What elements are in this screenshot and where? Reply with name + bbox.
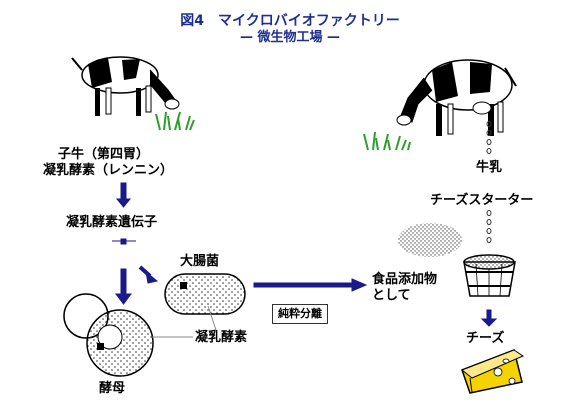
enzyme-label: 凝乳酵素	[195, 330, 248, 345]
source-label-line1: 子牛（第四胃）	[58, 147, 150, 162]
milk-label: 牛乳	[476, 160, 503, 175]
yeast-cells	[63, 293, 154, 377]
enzyme-leader-lines	[152, 305, 217, 338]
ecoli-cell	[164, 273, 246, 315]
left-flow-arrows	[112, 182, 498, 327]
food-additive-label-line1: 食品添加物	[372, 272, 438, 287]
grass-left	[155, 111, 195, 131]
cow-illustration	[396, 59, 517, 136]
milk-drops	[486, 121, 492, 243]
starter-label: チーズスターター	[430, 193, 534, 208]
grass-right	[363, 131, 411, 151]
diagram-title: 図4 マイクロバイオファクトリー	[180, 13, 400, 29]
food-additive-label-line2: として	[372, 288, 411, 303]
gene-label: 凝乳酵素遺伝子	[66, 215, 158, 230]
calf-illustration	[71, 56, 180, 116]
diagram-subtitle: — 微生物工場 —	[239, 30, 341, 45]
yeast-label: 酵母	[99, 381, 126, 396]
cheese-icon	[461, 348, 525, 394]
ecoli-label: 大腸菌	[180, 254, 220, 269]
bucket	[463, 254, 516, 297]
cheese-label: チーズ	[466, 331, 505, 346]
starter-culture	[398, 223, 462, 257]
purification-label: 純粋分離	[272, 304, 328, 324]
source-label-line2: 凝乳酵素（レンニン）	[43, 163, 174, 178]
